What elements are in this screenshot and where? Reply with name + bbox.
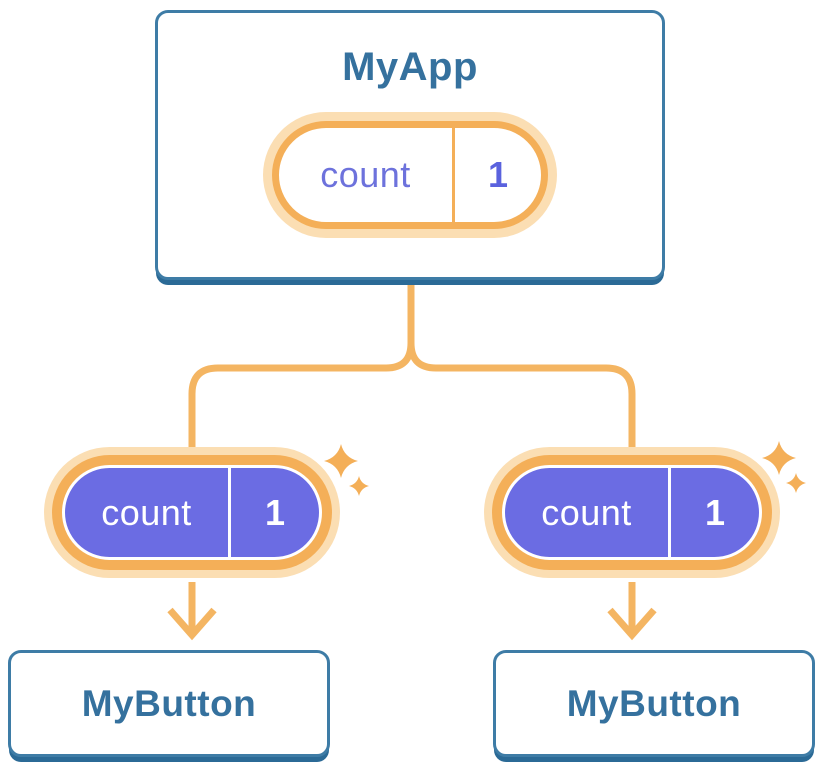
mybutton-title: MyButton: [81, 682, 257, 724]
state-value-cell: 1: [231, 468, 319, 557]
state-pill-left: count 1: [62, 465, 322, 560]
state-label: count: [101, 491, 192, 533]
arrow-down-icon: [607, 582, 657, 641]
state-value-cell: 1: [455, 128, 541, 222]
state-pill-right: count 1: [502, 465, 762, 560]
mybutton-title: MyButton: [566, 682, 742, 724]
arrow-down-icon: [167, 582, 217, 641]
state-value-cell: 1: [671, 468, 759, 557]
sparkle-icon: [762, 441, 806, 493]
state-value: 1: [264, 491, 286, 533]
pill-divider: [452, 128, 455, 222]
sparkle-icon: [324, 444, 369, 496]
state-label: count: [320, 154, 411, 195]
myapp-card: MyApp: [155, 10, 665, 280]
state-value: 1: [704, 491, 726, 533]
state-label-cell: count: [279, 128, 452, 222]
mybutton-card-right: MyButton: [493, 650, 815, 757]
state-label-cell: count: [65, 468, 228, 557]
pill-divider: [228, 468, 231, 557]
mybutton-card-left: MyButton: [8, 650, 330, 757]
pill-divider: [668, 468, 671, 557]
state-pill-root: count 1: [272, 121, 548, 229]
state-label: count: [541, 491, 632, 533]
state-label-cell: count: [505, 468, 668, 557]
tree-connector-lines: [188, 285, 636, 452]
state-value: 1: [487, 154, 509, 195]
myapp-title: MyApp: [342, 45, 478, 89]
